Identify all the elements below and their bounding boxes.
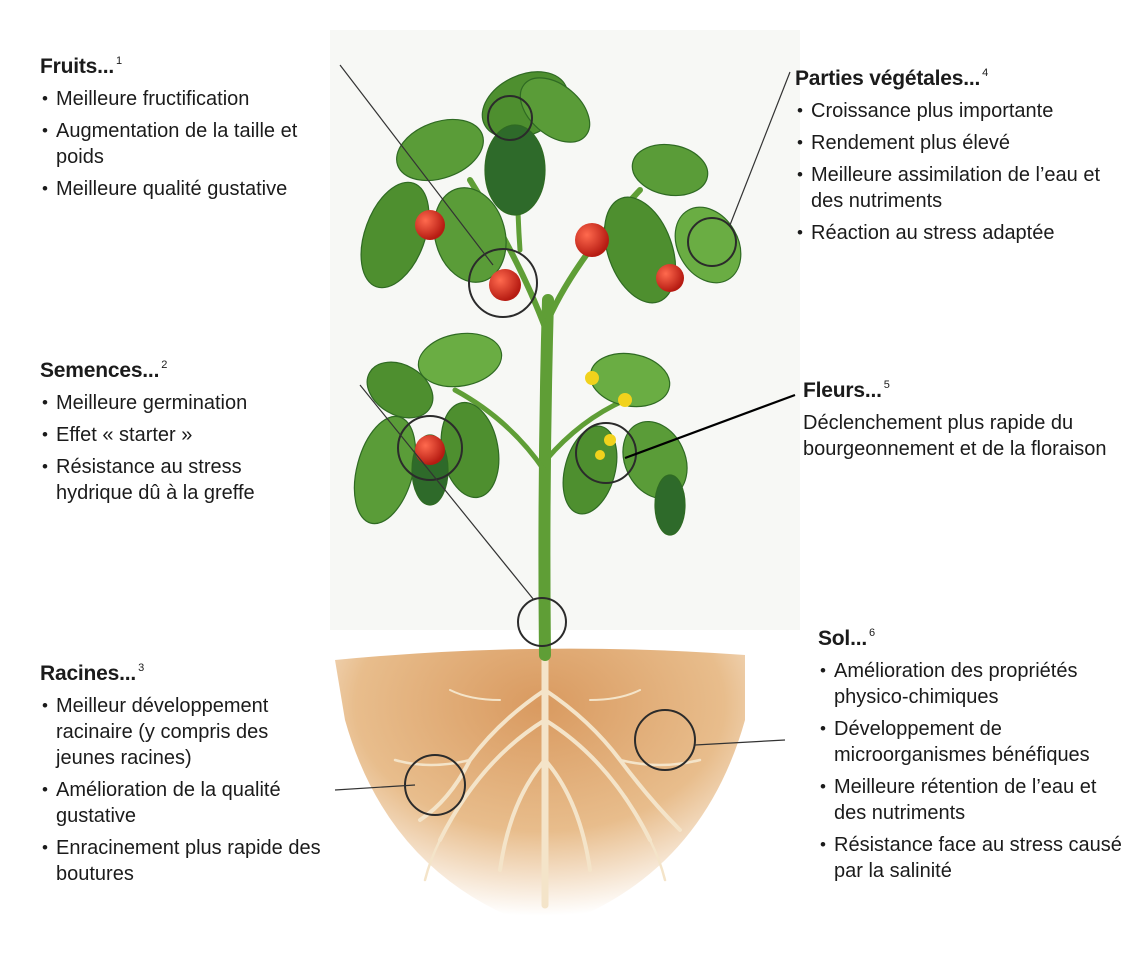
fruits-item: Meilleure qualité gustative xyxy=(40,176,310,202)
racines-item: Amélioration de la qualité gustative xyxy=(40,777,325,829)
sol-item: Résistance face au stress causé par la s… xyxy=(818,832,1133,884)
semences-item: Meilleure germination xyxy=(40,390,310,416)
racines-item: Enracinement plus rapide des boutures xyxy=(40,835,325,887)
fruits-item: Meilleure fructification xyxy=(40,86,310,112)
racines-section: Racines...3 Meilleur développement racin… xyxy=(40,655,325,893)
sol-item: Développement de microorganismes bénéfiq… xyxy=(818,716,1133,768)
semences-section: Semences...2 Meilleure germination Effet… xyxy=(40,352,310,512)
fleurs-section: Fleurs...5 Déclenchement plus rapide du … xyxy=(803,372,1123,462)
sol-item: Amélioration des propriétés physico-chim… xyxy=(818,658,1133,710)
sol-item: Meilleure rétention de l’eau et des nutr… xyxy=(818,774,1133,826)
semences-title: Semences...2 xyxy=(40,352,310,384)
parties-vegetales-item: Croissance plus importante xyxy=(795,98,1130,124)
fruits-title: Fruits...1 xyxy=(40,48,310,80)
racines-title: Racines...3 xyxy=(40,655,325,687)
fruits-section: Fruits...1 Meilleure fructification Augm… xyxy=(40,48,310,208)
parties-vegetales-item: Rendement plus élevé xyxy=(795,130,1130,156)
semences-item: Résistance au stress hydrique dû à la gr… xyxy=(40,454,310,506)
parties-vegetales-section: Parties végétales...4 Croissance plus im… xyxy=(795,60,1130,252)
fleurs-title: Fleurs...5 xyxy=(803,372,1123,404)
semences-item: Effet « starter » xyxy=(40,422,310,448)
fleurs-description: Déclenchement plus rapide du bourgeonnem… xyxy=(803,410,1123,462)
sol-title: Sol...6 xyxy=(818,620,1133,652)
parties-vegetales-item: Réaction au stress adaptée xyxy=(795,220,1130,246)
fruits-item: Augmentation de la taille et poids xyxy=(40,118,310,170)
soil xyxy=(335,649,745,930)
racines-item: Meilleur développement racinaire (y comp… xyxy=(40,693,325,771)
parties-vegetales-item: Meilleure assimilation de l’eau et des n… xyxy=(795,162,1130,214)
sol-section: Sol...6 Amélioration des propriétés phys… xyxy=(818,620,1133,890)
parties-vegetales-title: Parties végétales...4 xyxy=(795,60,1130,92)
